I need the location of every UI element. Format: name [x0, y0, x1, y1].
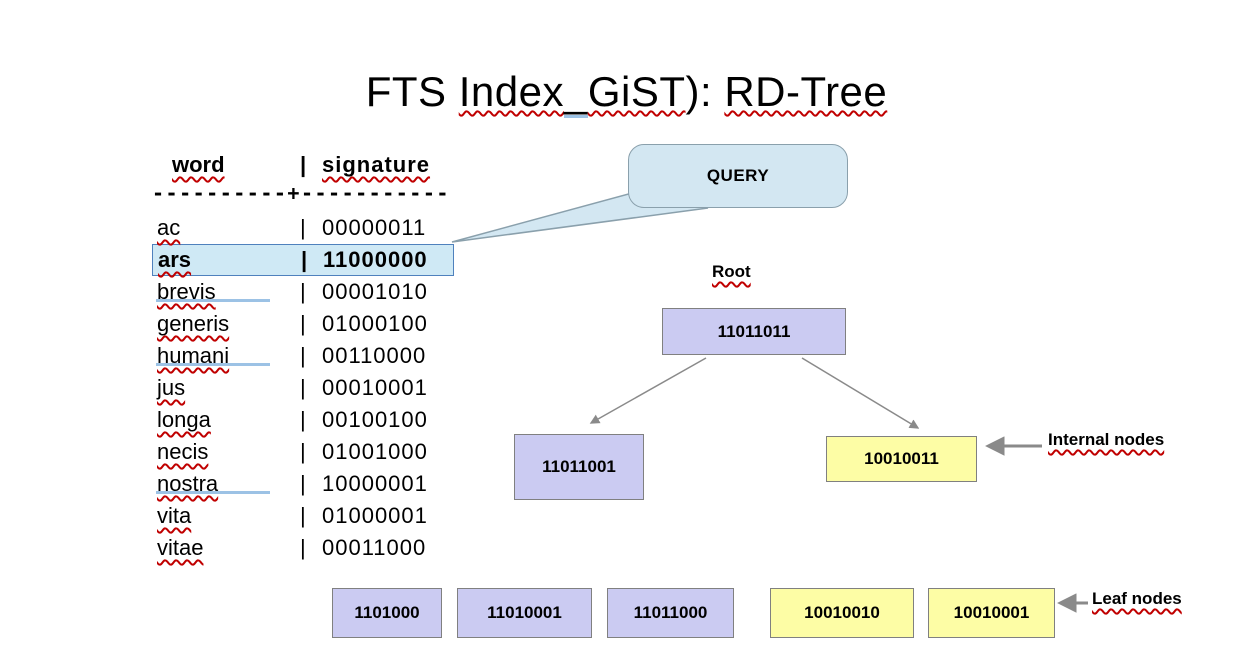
header-separator: |	[300, 152, 307, 177]
cell-separator: |	[301, 247, 308, 272]
title-segment: Index	[458, 68, 564, 115]
root-to-right-child-arrow	[801, 357, 920, 429]
title-segment: GiST	[587, 68, 686, 115]
table-header: word | signature	[152, 148, 454, 182]
cell-separator: |	[300, 471, 306, 496]
table-row: nostra| 10000001	[152, 468, 454, 500]
col-header-word: word	[172, 152, 225, 177]
title-segment: _	[563, 68, 588, 118]
cell-separator: |	[300, 535, 306, 560]
signature-cell: 00001010	[322, 279, 428, 304]
query-callout-label: QUERY	[706, 166, 770, 185]
col-header-signature: signature	[322, 152, 431, 177]
tree-internal-node: 11011001	[514, 434, 644, 500]
table-row: generis | 01000100	[152, 308, 454, 340]
cell-separator: |	[300, 343, 306, 368]
tree-leaf-node: 10010010	[770, 588, 914, 638]
word-signature-table: word | signature ----------+----------- …	[152, 148, 454, 564]
query-callout: QUERY	[628, 144, 848, 208]
table-row: necis | 01001000	[152, 436, 454, 468]
signature-cell: 00000011	[322, 215, 427, 240]
word-cell: jus	[157, 375, 186, 400]
internal-nodes-label: Internal nodes	[1048, 430, 1165, 449]
slide-title: FTS Index_GiST): RD-Tree	[0, 68, 1253, 118]
word-cell: generis	[157, 311, 230, 336]
tree-leaf-node: 11011000	[607, 588, 734, 638]
table-row: ac | 00000011	[152, 212, 454, 244]
word-cell: nostra	[152, 471, 300, 497]
word-cell: ac	[157, 215, 181, 240]
table-row: vitae | 00011000	[152, 532, 454, 564]
tree-leaf-node: 11010001	[457, 588, 592, 638]
signature-cell: 01001000	[322, 439, 428, 464]
signature-cell: 00100100	[322, 407, 428, 432]
signature-cell: 01000001	[322, 503, 428, 528]
root-to-left-child-arrow	[589, 357, 707, 424]
word-cell: vita	[157, 503, 192, 528]
tree-root-node: 11011011	[662, 308, 846, 355]
word-cell: humani	[152, 343, 300, 369]
title-segment: ):	[685, 68, 725, 115]
tree-internal-node: 10010011	[826, 436, 977, 482]
table-row: longa | 00100100	[152, 404, 454, 436]
table-row: brevis| 00001010	[152, 276, 454, 308]
table-rows: ac|00000011 ars|11000000 brevis|00001010…	[152, 212, 454, 564]
tree-leaf-node: 1101000	[332, 588, 442, 638]
table-row: vita | 01000001	[152, 500, 454, 532]
cell-separator: |	[300, 279, 306, 304]
cell-separator: |	[300, 407, 306, 432]
leaf-nodes-label: Leaf nodes	[1092, 589, 1182, 608]
cell-separator: |	[300, 215, 306, 240]
cell-separator: |	[300, 375, 306, 400]
signature-cell: 10000001	[322, 471, 428, 496]
word-cell: longa	[157, 407, 211, 432]
cell-separator: |	[300, 311, 306, 336]
title-segment: RD-Tree	[724, 68, 888, 115]
signature-cell: 00011000	[322, 535, 427, 560]
signature-cell: 00110000	[322, 343, 427, 368]
title-segment: FTS	[365, 68, 459, 115]
table-divider: ----------+-----------	[152, 181, 450, 205]
tree-leaf-node: 10010001	[928, 588, 1055, 638]
cell-separator: |	[300, 439, 306, 464]
root-label: Root	[712, 262, 751, 281]
table-row: humani| 00110000	[152, 340, 454, 372]
word-cell: necis	[157, 439, 209, 464]
word-cell: brevis	[152, 279, 300, 305]
word-cell: ars	[158, 247, 192, 272]
word-cell: vitae	[157, 535, 204, 560]
table-row: jus | 00010001	[152, 372, 454, 404]
cell-separator: |	[300, 503, 306, 528]
signature-cell: 01000100	[322, 311, 428, 336]
table-row-highlighted: ars | 11000000	[152, 244, 454, 276]
signature-cell: 00010001	[322, 375, 428, 400]
signature-cell: 11000000	[323, 247, 428, 272]
